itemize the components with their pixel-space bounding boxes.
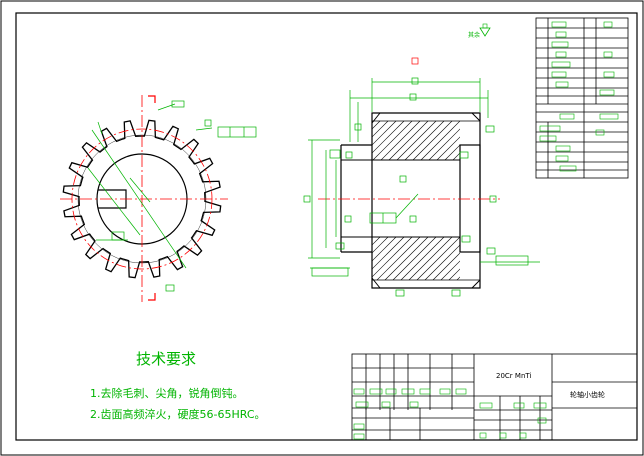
- title-block: [351, 353, 638, 441]
- param-table-rows: [536, 21, 628, 172]
- gear-section-view: [303, 57, 540, 297]
- section-outline: [371, 112, 481, 289]
- roughness-note: 其余: [468, 23, 491, 39]
- inner-border: [15, 12, 638, 441]
- hub-outline: [340, 144, 372, 253]
- svg-text:其余: 其余: [468, 31, 480, 39]
- keyway-pocket: [459, 144, 481, 253]
- gear-tooth-profile: [62, 119, 222, 279]
- gear-front-view: [60, 95, 257, 302]
- section-view-dimensions: [303, 57, 540, 297]
- tech-requirements: 技术要求 1.去除毛刺、尖角，锐角倒钝。 2.齿面高频淬火，硬度56-65HRC…: [90, 350, 266, 421]
- title-block-grid: [352, 354, 552, 440]
- tech-req-item-1: 1.去除毛刺、尖角，锐角倒钝。: [90, 386, 244, 400]
- tech-req-title: 技术要求: [136, 350, 196, 368]
- hatch-bottom: [372, 237, 460, 280]
- chamfer-lines: [371, 112, 481, 289]
- hatch-top: [372, 121, 460, 160]
- section-marker-top: [148, 95, 156, 103]
- gear-teeth: [62, 119, 222, 279]
- front-view-dimensions: [87, 100, 257, 292]
- material-label: 20Cr MnTi: [496, 372, 531, 380]
- section-marker-bottom: [148, 293, 156, 301]
- gear-parameter-table: [535, 17, 629, 179]
- tech-req-item-2: 2.齿面高频淬火，硬度56-65HRC。: [90, 407, 266, 421]
- part-name-label: 轮轴小齿轮: [570, 390, 605, 399]
